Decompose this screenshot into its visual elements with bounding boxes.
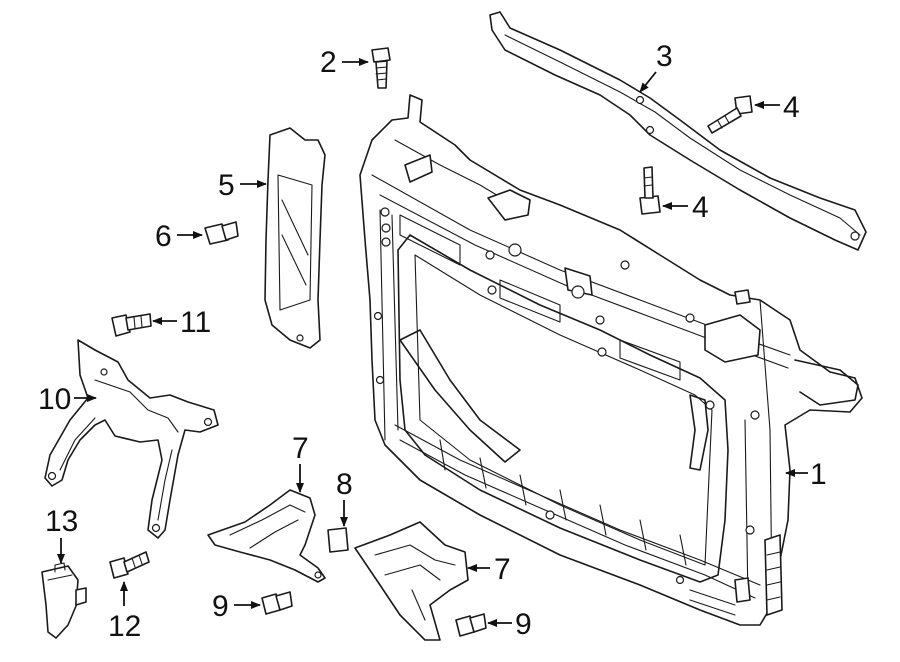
deflector-7-left xyxy=(207,489,326,583)
bolt-4-lower xyxy=(639,166,661,215)
callout-7b-label: 7 xyxy=(494,553,511,586)
clip-9-right xyxy=(455,613,487,637)
callout-10-label: 10 xyxy=(38,383,71,416)
callout-2-label: 2 xyxy=(320,46,337,79)
callout-4a-label: 4 xyxy=(783,91,800,124)
bolt-12 xyxy=(109,551,150,579)
callout-13-label: 13 xyxy=(45,505,78,538)
callout-3-leader xyxy=(639,71,657,93)
deflector-7-right xyxy=(354,521,469,641)
callout-8-label: 8 xyxy=(336,468,353,501)
clip-9-left xyxy=(261,591,293,615)
callout-4b-label: 4 xyxy=(692,191,709,224)
bolt-11 xyxy=(111,313,152,337)
clip-6 xyxy=(204,221,239,245)
callout-11-label: 11 xyxy=(180,306,211,339)
callout-7a-label: 7 xyxy=(292,432,309,465)
sensor-13 xyxy=(41,562,87,639)
callout-12-label: 12 xyxy=(108,610,141,643)
bolt-2 xyxy=(371,47,391,89)
callout-6-label: 6 xyxy=(155,220,172,253)
pad-8 xyxy=(327,527,349,553)
callout-9b-label: 9 xyxy=(515,608,532,641)
bracket-10 xyxy=(44,339,219,539)
upper-tie-bar xyxy=(489,11,867,251)
callout-5-label: 5 xyxy=(218,169,235,202)
callout-9a-label: 9 xyxy=(212,590,229,623)
bolt-4-upper xyxy=(707,95,753,134)
air-guide-5 xyxy=(264,127,326,349)
callouts: 1 2 3 4 4 5 6 7 7 8 9 9 10 11 12 13 xyxy=(38,40,827,643)
callout-1-label: 1 xyxy=(810,458,827,491)
radiator-support-frame xyxy=(359,94,863,626)
callout-3-label: 3 xyxy=(656,40,673,73)
